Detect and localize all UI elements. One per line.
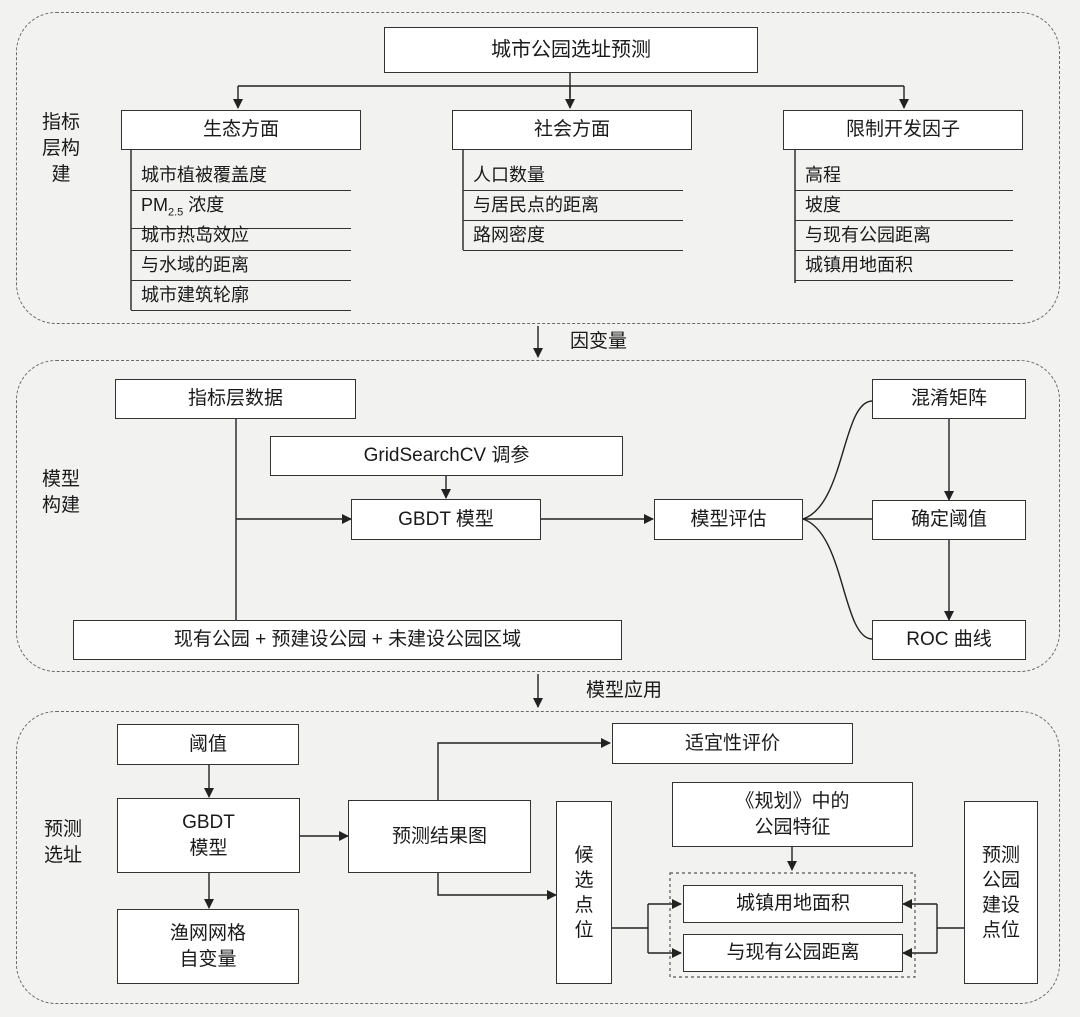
- fishnet-grid-line2: 自变量: [179, 948, 237, 970]
- index-label-line1: 指标: [41, 112, 80, 133]
- candidate-fork: [612, 904, 649, 953]
- plan-features-box: 《规划》中的 公园特征: [672, 782, 913, 847]
- model-label-line2: 构建: [41, 495, 80, 516]
- gridsearch-text: GridSearchCV 调参: [363, 445, 530, 466]
- gbdt-model-box: GBDT 模型: [351, 499, 541, 540]
- concentration-text: 浓度: [183, 195, 225, 215]
- index-label-line3: 建: [51, 164, 71, 185]
- social-item-road-density: 路网密度: [463, 220, 683, 251]
- planned-fork: [936, 904, 964, 953]
- index-data-text: 指标层数据: [187, 388, 283, 409]
- pm-text: PM: [141, 195, 168, 215]
- planned-sites-line2: 公园: [981, 869, 1020, 891]
- index-layer-panel: [16, 12, 1060, 324]
- park-distance-box: 与现有公园距离: [683, 934, 903, 972]
- prediction-result-text: 预测结果图: [391, 825, 487, 847]
- evaluation-fork-upper: [802, 400, 873, 520]
- threshold-text: 阈值: [188, 733, 227, 755]
- title-text: 城市公园选址预测: [491, 39, 651, 61]
- prediction-gbdt-line2: 模型: [189, 837, 228, 859]
- model-label-line1: 模型: [41, 469, 80, 490]
- ecological-title: 生态方面: [202, 119, 279, 140]
- roc-curve-text: ROC 曲线: [906, 629, 992, 650]
- model-evaluation-text: 模型评估: [690, 508, 767, 530]
- model-build-panel: [16, 360, 1060, 672]
- urban-land-box: 城镇用地面积: [683, 885, 903, 923]
- fishnet-grid-line1: 渔网网格: [169, 922, 246, 944]
- ecological-item-vegetation: 城市植被覆盖度: [131, 160, 351, 191]
- predict-label-line1: 预测: [43, 819, 82, 840]
- confusion-matrix-text: 混淆矩阵: [910, 388, 987, 409]
- restriction-header: 限制开发因子: [783, 110, 1023, 150]
- index-section-label: 指标 层构 建: [32, 110, 90, 188]
- gridsearch-box: GridSearchCV 调参: [270, 436, 623, 476]
- park-area-box: 现有公园 + 预建设公园 + 未建设公园区域: [73, 620, 622, 660]
- planned-sites-line4: 点位: [981, 919, 1020, 941]
- site-prediction-panel: [16, 711, 1060, 1004]
- social-item-residence-distance: 与居民点的距离: [463, 190, 683, 221]
- ecological-item-water-distance: 与水域的距离: [131, 250, 351, 281]
- suitability-box: 适宜性评价: [612, 723, 853, 764]
- planned-sites-line3: 建设: [981, 894, 1020, 916]
- model-section-label: 模型 构建: [32, 467, 90, 519]
- index-data-box: 指标层数据: [115, 379, 356, 419]
- social-title: 社会方面: [533, 119, 610, 140]
- roc-curve-box: ROC 曲线: [872, 620, 1026, 660]
- urban-land-text: 城镇用地面积: [735, 893, 850, 914]
- predict-label-line2: 选址: [43, 845, 82, 866]
- determine-threshold-text: 确定阈值: [910, 509, 987, 530]
- candidate-char-4: 位: [574, 919, 594, 941]
- plan-features-line1: 《规划》中的: [735, 790, 850, 812]
- ecological-item-heat-island: 城市热岛效应: [131, 220, 351, 251]
- arrow-result-to-suitability: [437, 738, 611, 800]
- restriction-item-urban-land: 城镇用地面积: [795, 250, 1013, 281]
- title-box: 城市公园选址预测: [384, 27, 758, 73]
- index-label-line2: 层构: [41, 138, 80, 159]
- confusion-matrix-box: 混淆矩阵: [872, 379, 1026, 419]
- park-distance-text: 与现有公园距离: [726, 942, 860, 963]
- threshold-box: 阈值: [117, 724, 299, 765]
- candidate-sites-box: 候 选 点 位: [556, 801, 612, 984]
- arrow-result-to-candidate: [437, 873, 557, 900]
- park-area-text: 现有公园 + 预建设公园 + 未建设公园区域: [173, 629, 522, 650]
- social-item-population: 人口数量: [463, 160, 683, 191]
- planned-park-sites-box: 预测 公园 建设 点位: [964, 801, 1038, 984]
- candidate-char-3: 点: [574, 894, 594, 916]
- planned-sites-line1: 预测: [981, 844, 1020, 866]
- model-application-label: 模型应用: [586, 680, 663, 701]
- candidate-char-2: 选: [574, 869, 594, 891]
- dependent-variable-label: 因变量: [570, 331, 628, 352]
- fishnet-grid-box: 渔网网格 自变量: [117, 909, 299, 984]
- park-features-group: [669, 872, 916, 978]
- evaluation-fork-lower: [802, 518, 873, 640]
- plan-features-line2: 公园特征: [754, 816, 831, 838]
- ecological-header: 生态方面: [121, 110, 361, 150]
- predict-section-label: 预测 选址: [32, 817, 94, 869]
- gbdt-model-text: GBDT 模型: [398, 508, 494, 530]
- restriction-item-slope: 坡度: [795, 190, 1013, 221]
- determine-threshold-box: 确定阈值: [872, 500, 1026, 540]
- ecological-item-pm25: PM2.5 浓度: [131, 190, 351, 229]
- candidate-char-1: 候: [574, 844, 594, 866]
- restriction-item-park-distance: 与现有公园距离: [795, 220, 1013, 251]
- prediction-gbdt-box: GBDT 模型: [117, 798, 300, 873]
- restriction-title: 限制开发因子: [845, 119, 960, 140]
- prediction-gbdt-line1: GBDT: [182, 811, 235, 833]
- restriction-item-elevation: 高程: [795, 160, 1013, 191]
- social-header: 社会方面: [452, 110, 692, 150]
- ecological-item-building-outline: 城市建筑轮廓: [131, 280, 351, 311]
- pm-subscript: 2.5: [168, 206, 184, 219]
- model-evaluation-box: 模型评估: [654, 499, 803, 540]
- prediction-result-box: 预测结果图: [348, 800, 531, 873]
- suitability-text: 适宜性评价: [684, 732, 780, 754]
